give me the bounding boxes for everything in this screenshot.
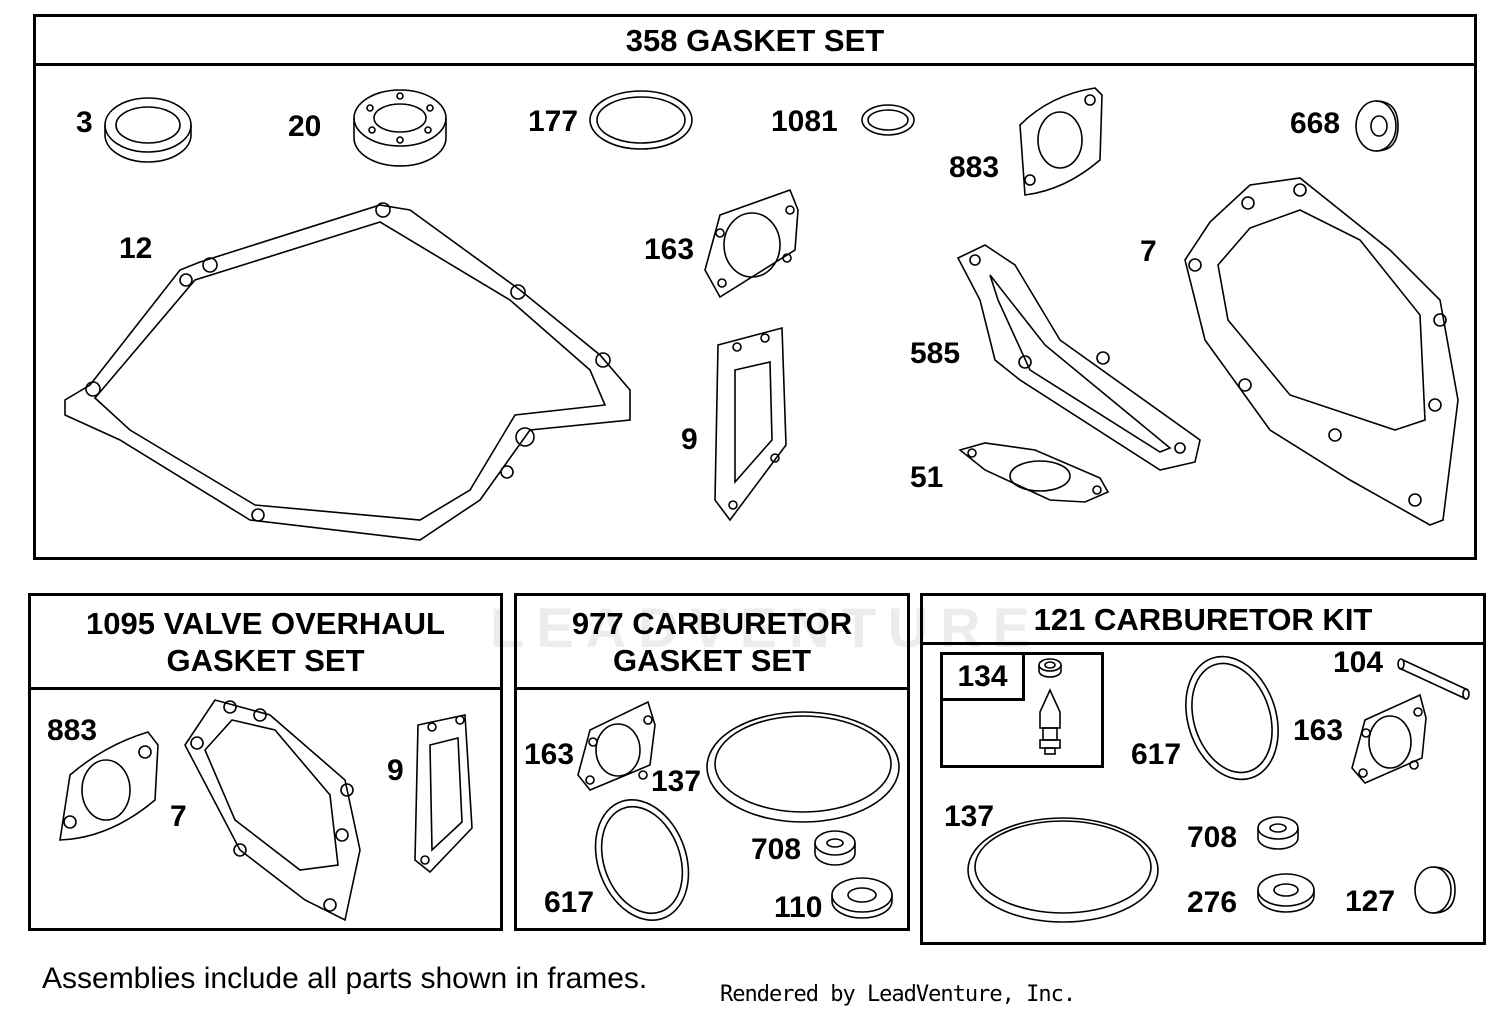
footnote: Assemblies include all parts shown in fr…: [42, 962, 648, 995]
callout-7: 7: [1140, 235, 1157, 268]
frame-title: 358 GASKET SET: [36, 17, 1474, 66]
callout-883: 883: [949, 151, 1000, 184]
part-9-gasket: [714, 326, 787, 522]
part-883-gasket-valve: [59, 731, 159, 841]
part-177-ring: [589, 90, 693, 150]
subframe-134: 134: [940, 652, 1104, 768]
callout-883-valve: 883: [47, 714, 98, 747]
part-1081-ring: [861, 104, 915, 136]
frame-977-carburetor-gasket-set: 977 CARBURETOR GASKET SET: [514, 593, 910, 931]
callout-110-carb: 110: [774, 891, 823, 924]
callout-617-kit: 617: [1131, 738, 1182, 771]
part-3-seal: [104, 97, 192, 163]
callout-20: 20: [288, 110, 322, 143]
callout-708-kit: 708: [1187, 821, 1238, 854]
part-110-washer-carb: [831, 877, 893, 919]
part-708-washer-carb: [814, 830, 856, 866]
part-617-ring-carb: [594, 799, 690, 921]
part-9-gasket-valve: [414, 714, 473, 874]
part-137-ring-kit: [967, 817, 1159, 923]
callout-163-kit: 163: [1293, 714, 1344, 747]
part-137-ring-carb: [706, 711, 900, 823]
part-20-oil-seal: [353, 89, 447, 167]
frame-title: 1095 VALVE OVERHAUL GASKET SET: [31, 596, 500, 690]
part-127-plug-kit: [1414, 866, 1456, 914]
part-12-crankcase-gasket: [64, 202, 631, 541]
callout-134: 134: [943, 655, 1025, 701]
callout-7-valve: 7: [170, 800, 187, 833]
frame-title-text: 358 GASKET SET: [625, 22, 885, 58]
callout-276-kit: 276: [1187, 886, 1238, 919]
part-883-gasket: [1019, 87, 1103, 196]
frame-title-line-2: GASKET SET: [612, 642, 812, 678]
callout-668: 668: [1290, 107, 1341, 140]
frame-title: 977 CARBURETOR GASKET SET: [517, 596, 907, 690]
callout-104-kit: 104: [1333, 646, 1384, 679]
watermark: LEADVENTURE: [490, 596, 1043, 659]
callout-137-kit: 137: [944, 800, 995, 833]
part-708-washer-kit: [1257, 816, 1299, 850]
part-276-washer-kit: [1257, 873, 1315, 913]
callout-708-carb: 708: [751, 833, 802, 866]
part-134-needle-valve: [1038, 658, 1062, 755]
callout-137-carb: 137: [651, 765, 702, 798]
part-617-ring-kit: [1185, 655, 1279, 781]
part-668-washer: [1355, 100, 1399, 152]
credit: Rendered by LeadVenture, Inc.: [720, 982, 1076, 1007]
callout-177: 177: [528, 105, 579, 138]
callout-127-kit: 127: [1345, 885, 1396, 918]
callout-163: 163: [644, 233, 695, 266]
callout-585: 585: [910, 337, 961, 370]
part-163-gasket-kit: [1351, 693, 1427, 784]
callout-9-valve: 9: [387, 754, 404, 787]
callout-12: 12: [119, 232, 153, 265]
part-51-gasket: [958, 442, 1110, 503]
frame-1095-valve-overhaul: 1095 VALVE OVERHAUL GASKET SET: [28, 593, 503, 931]
part-7-head-gasket-valve: [184, 699, 361, 922]
frame-title-line-1: 977 CARBURETOR: [571, 605, 853, 641]
part-163-gasket: [704, 188, 799, 299]
part-163-gasket-carb: [577, 700, 656, 791]
frame-121-carburetor-kit: 121 CARBURETOR KIT: [920, 593, 1486, 945]
part-104-pin: [1397, 658, 1470, 700]
callout-1081: 1081: [771, 105, 838, 138]
callout-163-carb: 163: [524, 738, 575, 771]
frame-title-line-1: 1095 VALVE OVERHAUL: [86, 605, 445, 641]
callout-9: 9: [681, 423, 698, 456]
frame-title-line-2: GASKET SET: [166, 642, 365, 678]
frame-title: 121 CARBURETOR KIT: [923, 596, 1483, 645]
part-585-gasket: [956, 244, 1201, 471]
frame-title-text: 121 CARBURETOR KIT: [1033, 601, 1373, 637]
callout-617-carb: 617: [544, 886, 595, 919]
frame-358-gasket-set: 358 GASKET SET: [33, 14, 1477, 560]
part-7-head-gasket: [1184, 177, 1459, 526]
callout-3: 3: [76, 106, 93, 139]
callout-51: 51: [910, 461, 944, 494]
